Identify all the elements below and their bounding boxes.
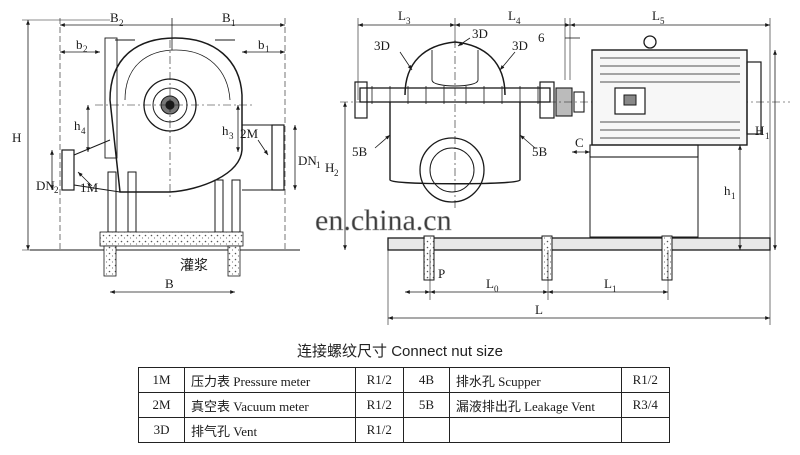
label-b2-sub: 2 <box>83 44 88 54</box>
label-DN2: DN <box>36 178 55 193</box>
table-cell-code-r: 5B <box>402 392 450 418</box>
label-C: C <box>575 135 584 150</box>
label-H: H <box>12 130 21 145</box>
table-title: 连接螺纹尺寸 Connect nut size <box>297 343 503 360</box>
label-H2: H <box>325 160 334 175</box>
label-B1: B <box>222 10 231 25</box>
label-L5-sub: 5 <box>660 16 665 26</box>
label-L1: L <box>604 276 612 291</box>
label-L4: L <box>508 8 516 23</box>
label-B2: B <box>110 10 119 25</box>
label-DN1: DN <box>298 153 317 168</box>
label-h1-sub: 1 <box>731 191 736 201</box>
label-L4-sub: 4 <box>516 16 521 26</box>
table-cell-code-l: 1M <box>137 367 186 393</box>
label-B: B <box>165 276 174 291</box>
label-L3: L <box>398 8 406 23</box>
label-h3: h <box>222 123 229 138</box>
label-5B-right: 5B <box>532 144 548 159</box>
label-L5: L <box>652 8 660 23</box>
table-cell-size-l: R1/2 <box>354 392 404 418</box>
table-cell-size-l: R1/2 <box>354 417 404 443</box>
watermark: en.china.cn <box>315 204 452 237</box>
label-P: P <box>438 266 445 281</box>
label-3D-right: 3D <box>512 38 528 53</box>
label-5B-left: 5B <box>352 144 368 159</box>
table-cell-size-l: R1/2 <box>354 367 404 393</box>
table-cell-desc-r <box>448 417 622 443</box>
label-h4: h <box>74 118 81 133</box>
label-L: L <box>535 302 543 317</box>
label-L0: L <box>486 276 494 291</box>
table-cell-desc-r: 排水孔 Scupper <box>448 367 622 393</box>
label-2M: 2M <box>240 126 259 141</box>
label-L0-sub: 0 <box>494 284 499 294</box>
label-b2: b <box>76 37 83 52</box>
table-cell-code-r <box>402 417 450 443</box>
label-H2-sub: 2 <box>334 168 339 178</box>
table-cell-size-r <box>620 417 671 443</box>
table-cell-code-l: 3D <box>137 417 186 443</box>
label-h4-sub: 4 <box>81 126 86 136</box>
label-6: 6 <box>538 30 545 45</box>
table-cell-desc-l: 压力表 Pressure meter <box>184 367 356 393</box>
label-3D-mid: 3D <box>472 26 488 41</box>
table-cell-desc-l: 真空表 Vacuum meter <box>184 392 356 418</box>
pump-dimension-drawing: B 2 B 1 b 2 b 1 H h 4 h 3 DN 2 DN 1 1M 2… <box>12 8 790 325</box>
side-view-labels: B 2 B 1 b 2 b 1 H h 4 h 3 DN 2 DN 1 1M 2… <box>12 10 321 291</box>
front-view-labels: L 3 L 4 L 5 3D 3D 3D 6 5B 5B C H 2 H 1 h… <box>325 8 770 317</box>
table-cell-size-r: R1/2 <box>620 367 671 393</box>
label-B2-sub: 2 <box>119 18 124 28</box>
label-L3-sub: 3 <box>406 16 411 26</box>
label-H1: H <box>755 123 764 138</box>
label-B1-sub: 1 <box>231 18 236 28</box>
table-cell-code-l: 2M <box>137 392 186 418</box>
table-cell-desc-r: 漏液排出孔 Leakage Vent <box>448 392 622 418</box>
label-DN2-sub: 2 <box>54 185 59 195</box>
label-1M: 1M <box>80 180 99 195</box>
label-h1: h <box>724 183 731 198</box>
table-cell-size-r: R3/4 <box>620 392 671 418</box>
table-cell-code-r: 4B <box>402 367 450 393</box>
front-view <box>340 18 790 325</box>
label-L1-sub: 1 <box>612 284 617 294</box>
side-view <box>22 18 300 294</box>
label-grout: 灌浆 <box>180 258 208 274</box>
label-b1-sub: 1 <box>265 44 270 54</box>
label-H1-sub: 1 <box>765 131 770 141</box>
label-3D-left: 3D <box>374 38 390 53</box>
label-DN1-sub: 1 <box>316 160 321 170</box>
table-cell-desc-l: 排气孔 Vent <box>184 417 356 443</box>
label-h3-sub: 3 <box>229 131 234 141</box>
label-b1: b <box>258 37 265 52</box>
